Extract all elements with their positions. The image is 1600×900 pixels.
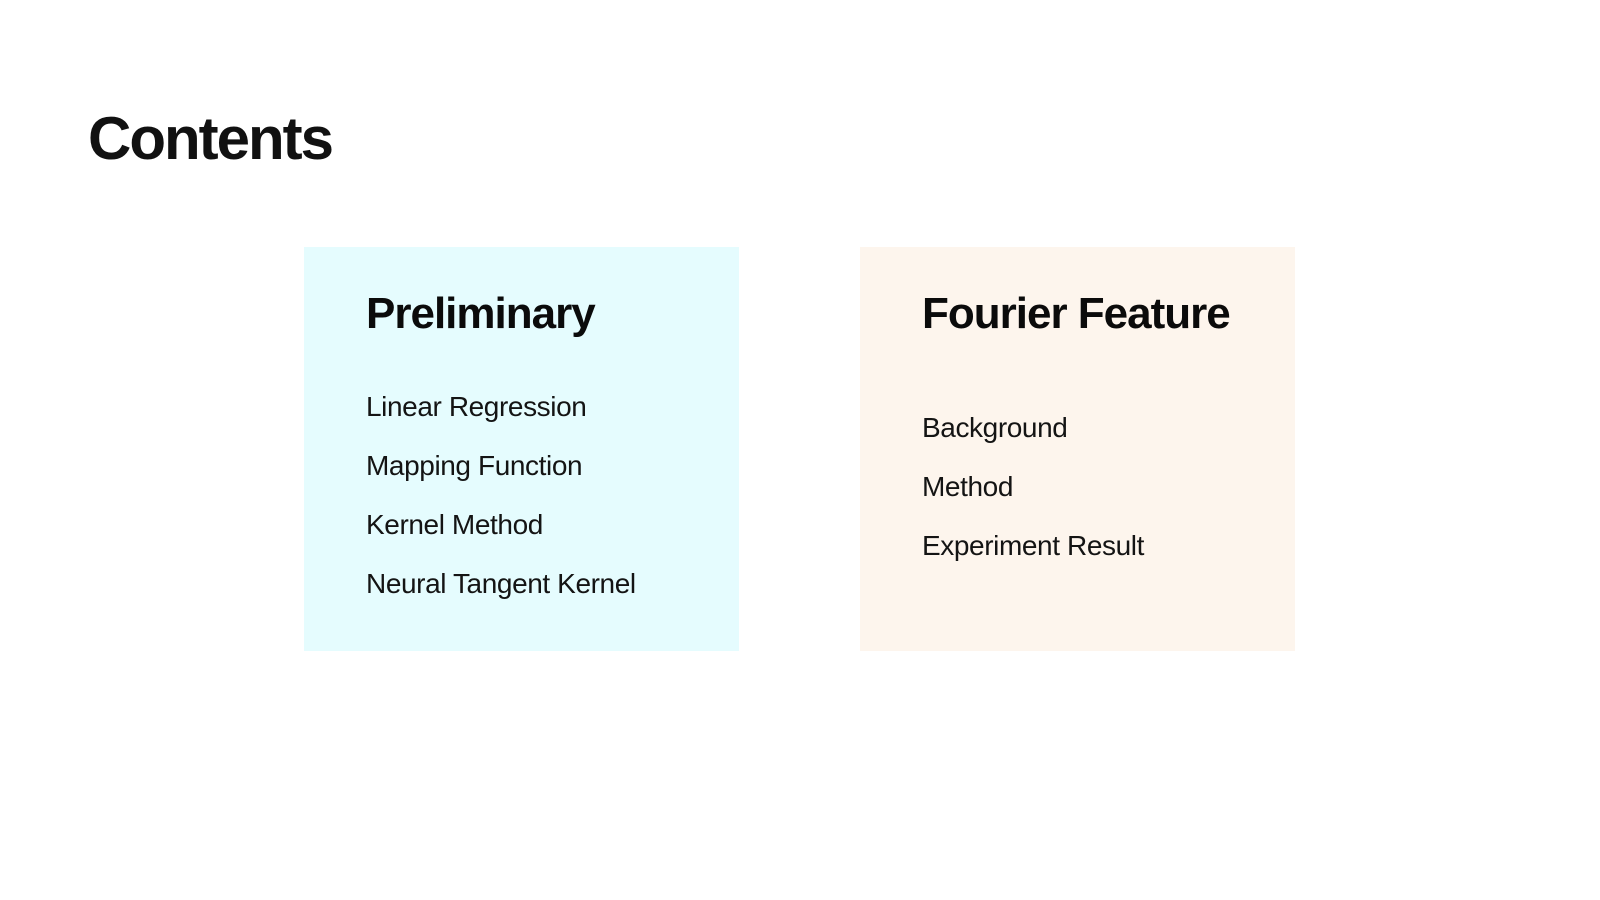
card-heading-fourier-feature: Fourier Feature xyxy=(922,289,1231,338)
section-card-preliminary: Preliminary Linear Regression Mapping Fu… xyxy=(304,247,739,651)
card-item: Method xyxy=(922,470,1013,502)
card-item: Background xyxy=(922,411,1068,443)
card-heading-preliminary: Preliminary xyxy=(366,289,596,338)
page-title: Contents xyxy=(88,105,334,173)
section-card-fourier-feature: Fourier Feature Background Method Experi… xyxy=(860,247,1295,651)
card-item-list-preliminary: Linear Regression Mapping Function Kerne… xyxy=(366,390,709,599)
card-item: Experiment Result xyxy=(922,529,1144,561)
card-item-list-fourier-feature: Background Method Experiment Result xyxy=(922,411,1265,561)
card-item: Linear Regression xyxy=(366,390,587,422)
card-item: Mapping Function xyxy=(366,449,583,481)
card-item: Kernel Method xyxy=(366,508,543,540)
card-item: Neural Tangent Kernel xyxy=(366,567,636,599)
